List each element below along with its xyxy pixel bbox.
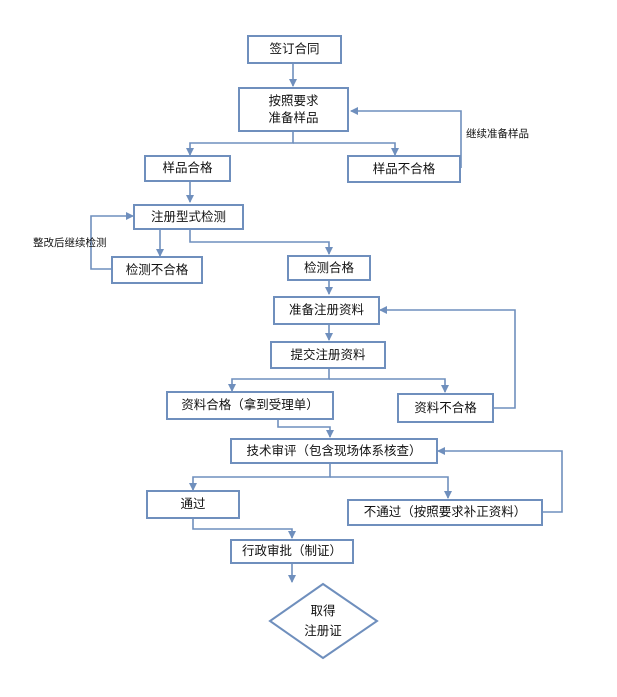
prepare-docs-label: 准备注册资料 bbox=[288, 302, 364, 318]
obtain-certificate-line1: 取得 bbox=[310, 603, 336, 618]
arrow-submit-to-pass bbox=[228, 368, 330, 392]
prepare-samples-label-line2: 准备样品 bbox=[268, 109, 319, 125]
arrow-test-to-pass bbox=[189, 229, 333, 255]
submit-docs-label: 提交注册资料 bbox=[290, 346, 366, 362]
type-test-box: 注册型式检测 bbox=[133, 204, 244, 230]
test-pass-label: 检测合格 bbox=[303, 259, 354, 275]
continue-samples-label: 继续准备样品 bbox=[466, 128, 529, 140]
obtain-certificate-line2: 注册证 bbox=[304, 623, 342, 638]
sample-pass-box: 样品合格 bbox=[144, 155, 231, 182]
tech-review-box: 技术审评（包含现场体系核查） bbox=[230, 438, 438, 464]
arrow-review-to-rejected bbox=[330, 476, 452, 499]
arrow-test-fail-loop bbox=[90, 212, 134, 270]
sign-contract-label: 签订合同 bbox=[269, 41, 320, 57]
admin-approval-box: 行政审批（制证） bbox=[230, 539, 354, 564]
submit-docs-box: 提交注册资料 bbox=[270, 341, 386, 369]
test-fail-box: 检测不合格 bbox=[111, 256, 203, 284]
sample-fail-box: 样品不合格 bbox=[347, 155, 461, 183]
obtain-certificate-label: 取得 注册证 bbox=[290, 601, 356, 641]
approved-label: 通过 bbox=[180, 496, 206, 512]
tech-review-label: 技术审评（包含现场体系核查） bbox=[246, 442, 422, 458]
arrow-approved-to-admin bbox=[192, 518, 296, 539]
rejected-label: 不通过（按照要求补正资料） bbox=[363, 504, 527, 520]
prepare-samples-box: 按照要求 准备样品 bbox=[238, 87, 349, 132]
docs-fail-box: 资料不合格 bbox=[397, 393, 494, 423]
arrow-docs-fail-loop bbox=[379, 306, 516, 409]
arrow-review-to-approved bbox=[189, 463, 331, 491]
obtain-certificate-diamond bbox=[268, 582, 379, 660]
sample-pass-label: 样品合格 bbox=[162, 160, 213, 176]
prepare-docs-box: 准备注册资料 bbox=[273, 296, 380, 325]
arrow-docs-pass-to-review bbox=[277, 419, 334, 438]
docs-pass-label: 资料合格（拿到受理单） bbox=[181, 397, 319, 413]
rectify-retest-label: 整改后继续检测 bbox=[33, 237, 107, 249]
docs-pass-box: 资料合格（拿到受理单） bbox=[166, 391, 334, 420]
test-fail-label: 检测不合格 bbox=[125, 261, 189, 277]
docs-fail-label: 资料不合格 bbox=[414, 399, 477, 415]
arrow-submit-to-fail bbox=[329, 378, 449, 393]
arrow-sample-fail-loop bbox=[350, 107, 462, 168]
sample-fail-label: 样品不合格 bbox=[372, 160, 436, 176]
type-test-label: 注册型式检测 bbox=[150, 208, 226, 224]
arrow-prepare-to-sample-pass bbox=[186, 131, 294, 156]
rejected-box: 不通过（按照要求补正资料） bbox=[347, 499, 543, 526]
approved-box: 通过 bbox=[146, 490, 240, 519]
arrow-rejected-loop bbox=[437, 447, 563, 513]
prepare-samples-label-line1: 按照要求 bbox=[268, 92, 319, 108]
sign-contract-box: 签订合同 bbox=[247, 35, 342, 64]
admin-approval-label: 行政审批（制证） bbox=[241, 543, 342, 559]
arrow-prepare-to-sample-fail bbox=[293, 142, 399, 156]
test-pass-box: 检测合格 bbox=[287, 255, 371, 281]
